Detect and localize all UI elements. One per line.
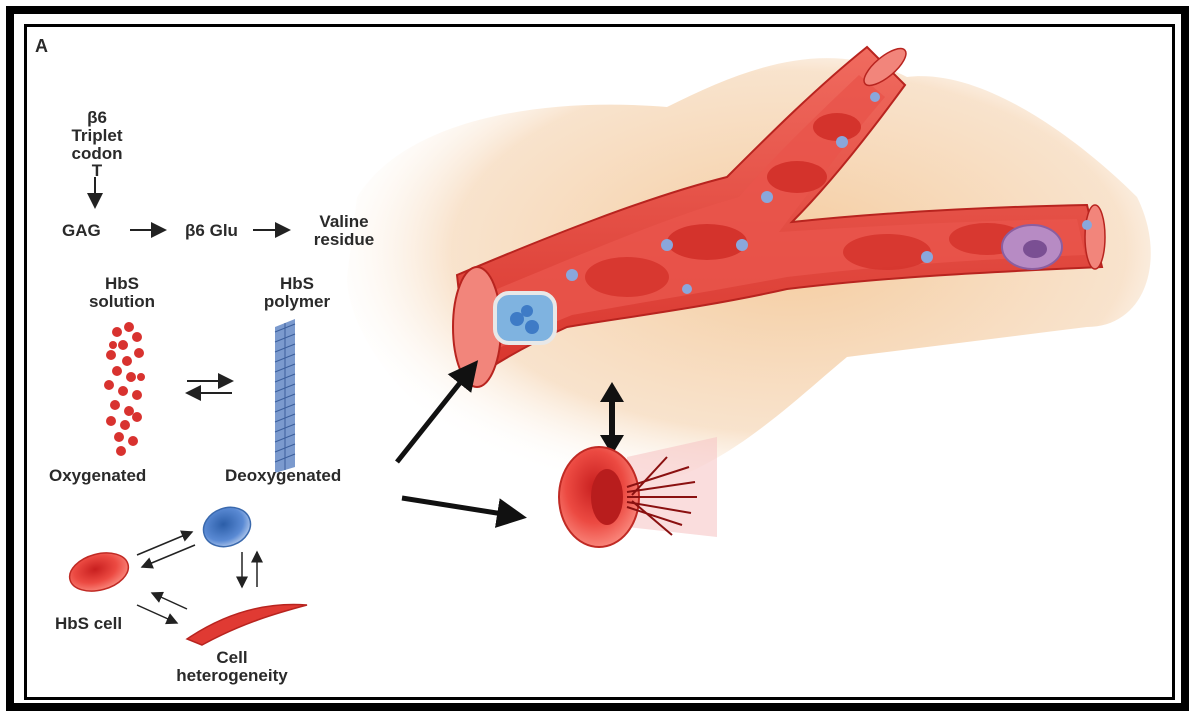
codon-title: β6 [77, 109, 117, 127]
solution-subtitle: solution [77, 293, 167, 311]
equilibrium-arrows [187, 381, 232, 393]
oxygenated-label: Oxygenated [49, 467, 199, 485]
figure-panel: A β6 Triplet codon T GAG β6 Glu Valine r… [24, 24, 1175, 700]
hbs-solution-dots [104, 322, 145, 456]
polymer-title: HbS [252, 275, 342, 293]
residue-label: residue [299, 231, 389, 249]
figure-frame: A β6 Triplet codon T GAG β6 Glu Valine r… [6, 6, 1189, 711]
panel-letter: A [35, 37, 48, 55]
polymer-subtitle: polymer [252, 293, 342, 311]
triplet-label: Triplet [57, 127, 137, 145]
glu-label: β6 Glu [169, 222, 254, 240]
solution-title: HbS [77, 275, 167, 293]
illustration [27, 27, 1172, 697]
cell-label: Cell [177, 649, 287, 667]
heterogeneity-label: heterogeneity [167, 667, 297, 685]
gag-label: GAG [62, 222, 132, 240]
valine-label: Valine [299, 213, 389, 231]
base-label: T [82, 162, 112, 180]
hbs-polymer-fiber [275, 319, 295, 473]
hbs-cell-label: HbS cell [55, 615, 155, 633]
deoxygenated-label: Deoxygenated [225, 467, 395, 485]
